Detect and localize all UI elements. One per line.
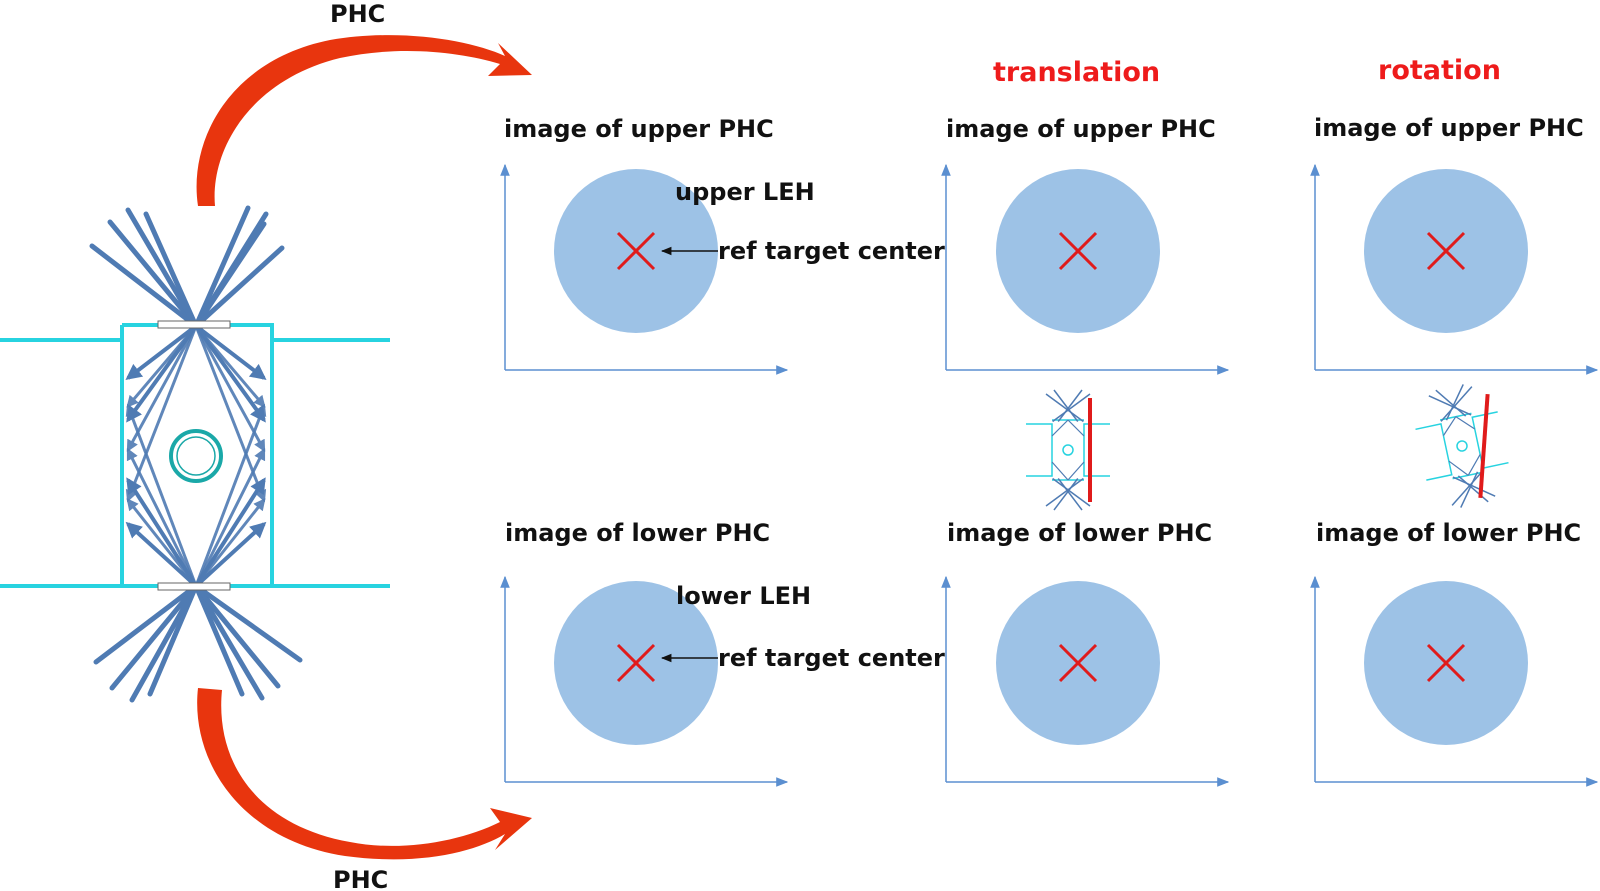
inner-beam [194, 325, 267, 503]
inner-beam [126, 498, 198, 587]
incoming-beam-lower [193, 583, 303, 663]
capsule [169, 429, 223, 483]
lower-leh-label: lower LEH [676, 582, 811, 610]
inner-beam [194, 477, 266, 588]
target-center-cross [1058, 643, 1098, 683]
inner-beam [125, 325, 198, 503]
incoming-beam-upper [193, 205, 251, 329]
inner-beam [194, 521, 267, 588]
inner-beam [194, 325, 266, 453]
hohlraum-walls [0, 323, 390, 588]
lower-phc-arrow [197, 688, 532, 860]
incoming-beam-lower [147, 583, 199, 697]
incoming-beam-upper [89, 243, 199, 329]
lower-leh-window [157, 582, 231, 591]
panel-title: image of lower PHC [505, 519, 770, 547]
panel-rotation-upper: image of upper PHC [1310, 114, 1599, 375]
target-center-cross [616, 643, 656, 683]
inner-beam [126, 324, 198, 423]
incoming-beam-upper [143, 211, 199, 329]
inner-beam [194, 498, 266, 587]
rotation-header: rotation [1378, 55, 1501, 86]
translation-hohlraum-icon [1026, 389, 1110, 511]
inner-beam [194, 324, 266, 423]
upper-leh-label: upper LEH [675, 178, 815, 206]
laser-beams [89, 205, 303, 703]
incoming-beam-lower [193, 583, 281, 689]
rotation-hohlraum-icon [1415, 384, 1509, 508]
panel-title: image of upper PHC [946, 115, 1216, 143]
panel-ref-lower: image of lower PHC [500, 519, 789, 787]
inner-beam [194, 324, 267, 380]
inner-beam [194, 325, 266, 408]
phc-top-label: PHC [330, 0, 385, 28]
inner-beam [126, 325, 198, 453]
inner-beam [125, 521, 198, 588]
incoming-beam-lower [109, 583, 199, 691]
incoming-beam-lower [193, 583, 245, 697]
inner-beam [125, 403, 198, 587]
upper-phc-arrow [196, 35, 532, 206]
upper-leh-window [157, 320, 231, 329]
translation-header: translation [993, 57, 1160, 88]
target-center-cross [1426, 643, 1466, 683]
panel-title: image of upper PHC [1314, 114, 1584, 142]
hohlraum-schematic [0, 205, 390, 703]
ref-target-center-lower-label: ref target center [718, 644, 945, 672]
image-panels: image of upper PHC image of upper PHC imag… [500, 114, 1599, 787]
incoming-beam-upper [193, 245, 285, 329]
incoming-beam-upper [107, 219, 199, 329]
panel-rotation-lower: image of lower PHC [1310, 519, 1599, 787]
ref-target-center-upper-label: ref target center [718, 237, 945, 265]
target-center-cross [1058, 231, 1098, 271]
incoming-beam-lower [93, 583, 199, 665]
reference-line [1478, 393, 1490, 499]
panel-title: image of upper PHC [504, 115, 774, 143]
panel-translation-upper: image of upper PHC [941, 115, 1230, 375]
inner-beam [194, 403, 267, 587]
panel-title: image of lower PHC [1316, 519, 1581, 547]
incoming-beam-upper [193, 221, 267, 329]
panel-title: image of lower PHC [947, 519, 1212, 547]
capsule-inner [176, 436, 216, 476]
incoming-beam-lower [193, 583, 265, 701]
target-center-cross [616, 231, 656, 271]
phc-bottom-label: PHC [333, 866, 388, 891]
panel-translation-lower: image of lower PHC [941, 519, 1230, 787]
target-center-cross [1426, 231, 1466, 271]
inner-beam [125, 324, 198, 380]
inner-beam [126, 477, 198, 588]
panel-ref-upper: image of upper PHC [500, 115, 789, 375]
inner-beam [126, 325, 198, 408]
